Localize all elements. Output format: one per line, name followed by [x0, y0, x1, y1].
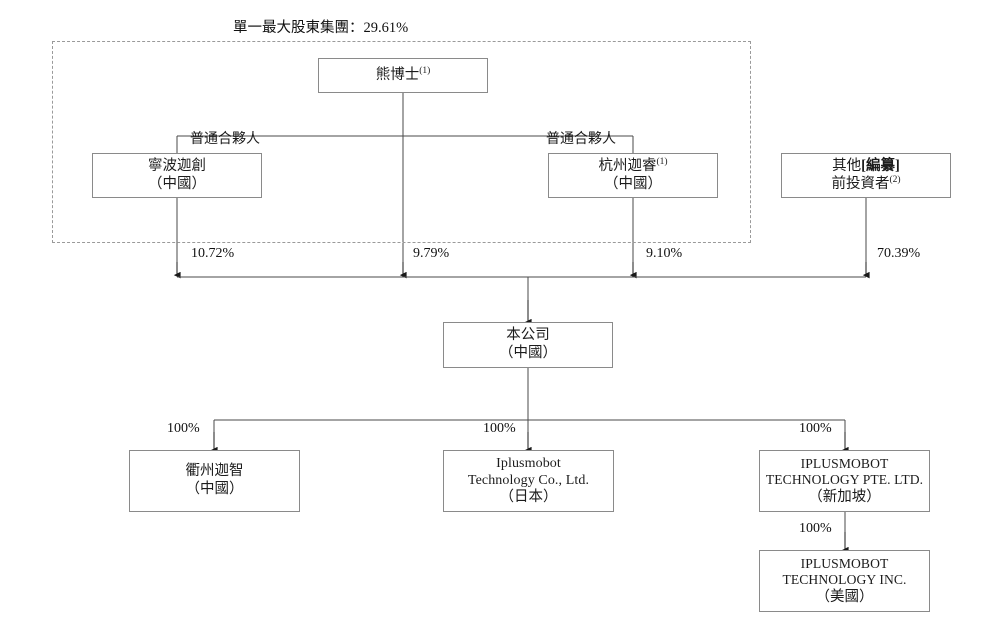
percent-others-to-company: 70.39%: [877, 246, 921, 261]
node-usa-jurisdiction: （美國）: [815, 588, 874, 605]
node-dr-xiong[interactable]: 熊博士(1): [318, 58, 488, 93]
node-singapore-jurisdiction: （新加坡）: [808, 488, 881, 505]
percent-company-to-singapore: 100%: [799, 421, 832, 436]
node-japan-name-line2: Technology Co., Ltd.: [467, 473, 590, 489]
node-others-name: 前投資者: [831, 175, 890, 192]
node-company-name: 本公司: [506, 327, 550, 344]
node-the-company[interactable]: 本公司 （中國）: [443, 322, 613, 368]
percent-ningbo-to-company: 10.72%: [191, 246, 235, 261]
node-company-jurisdiction: （中國）: [499, 345, 557, 361]
node-japan-jurisdiction: （日本）: [499, 489, 558, 506]
percent-singapore-to-usa: 100%: [799, 521, 832, 536]
node-iplusmobot-usa[interactable]: IPLUSMOBOT TECHNOLOGY INC. （美國）: [759, 550, 930, 612]
footnote-marker: (2): [889, 174, 901, 185]
percent-company-to-japan: 100%: [483, 421, 516, 436]
node-hangzhou-name: 杭州迦睿: [598, 157, 657, 174]
node-ningbo-name: 寧波迦創: [148, 157, 206, 174]
node-hangzhou-jiarui[interactable]: 杭州迦睿(1) （中國）: [548, 153, 718, 198]
node-quzhou-name: 衢州迦智: [185, 463, 244, 480]
node-others-prefix: 其他: [832, 157, 862, 174]
node-iplusmobot-singapore[interactable]: IPLUSMOBOT TECHNOLOGY PTE. LTD. （新加坡）: [759, 450, 930, 512]
node-iplusmobot-japan[interactable]: Iplusmobot Technology Co., Ltd. （日本）: [443, 450, 614, 512]
role-label-general-partner-right: 普通合夥人: [546, 132, 616, 147]
redaction-tag: [編纂]: [861, 157, 900, 174]
node-quzhou-jiazhi[interactable]: 衢州迦智 （中國）: [129, 450, 300, 512]
node-hangzhou-jurisdiction: （中國）: [604, 175, 662, 192]
node-ningbo-jiachuang[interactable]: 寧波迦創 （中國）: [92, 153, 262, 198]
node-other-pre-ipo-investors[interactable]: 其他[編纂] 前投資者(2): [781, 153, 951, 198]
node-usa-name-line2: TECHNOLOGY INC.: [782, 572, 907, 588]
controlling-shareholder-group-frame: [52, 41, 751, 243]
node-singapore-name-line2: TECHNOLOGY PTE. LTD.: [765, 472, 924, 488]
node-singapore-name-line1: IPLUSMOBOT: [800, 455, 889, 471]
node-usa-name-line1: IPLUSMOBOT: [800, 555, 889, 571]
percent-company-to-quzhou: 100%: [167, 421, 200, 436]
node-japan-name-line1: Iplusmobot: [496, 456, 561, 472]
node-quzhou-jurisdiction: （中國）: [185, 481, 244, 497]
footnote-marker: (1): [656, 156, 668, 167]
group-frame-title: 單一最大股東集團：29.61%: [233, 20, 409, 36]
role-label-general-partner-left: 普通合夥人: [190, 132, 260, 147]
node-ningbo-jurisdiction: （中國）: [148, 175, 206, 192]
percent-xiong-to-company: 9.79%: [413, 246, 450, 261]
percent-hangzhou-to-company: 9.10%: [646, 246, 683, 261]
node-dr-xiong-label: 熊博士: [375, 66, 420, 83]
footnote-marker: (1): [419, 65, 431, 76]
